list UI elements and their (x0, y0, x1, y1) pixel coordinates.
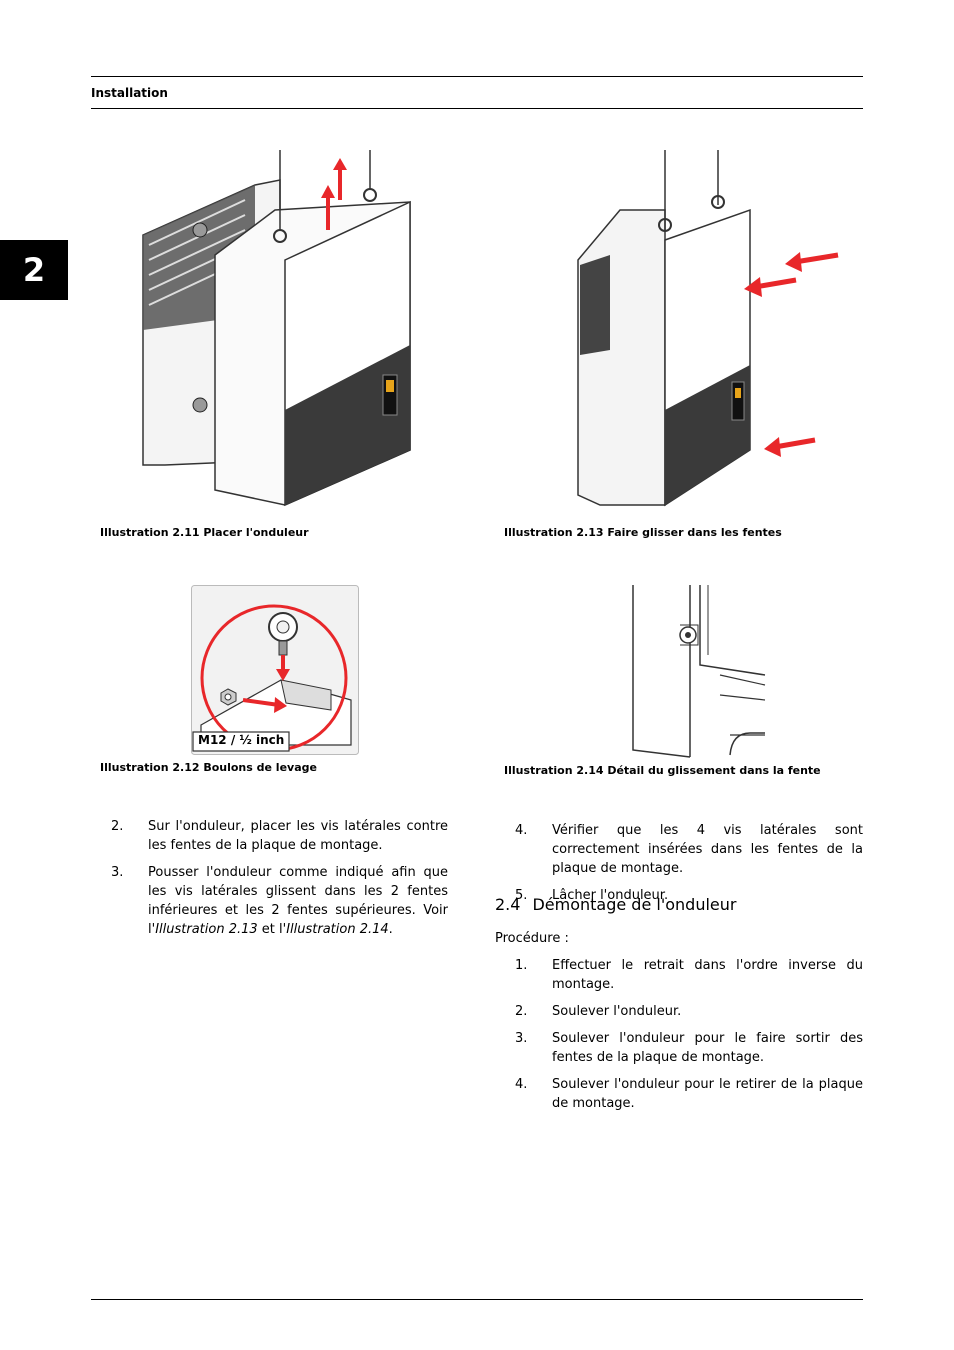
list-item: 4. Soulever l'onduleur pour le retirer d… (495, 1075, 863, 1113)
section-heading: 2.4 Démontage de l'onduleur (495, 895, 736, 914)
step-number: 2. (111, 819, 124, 834)
list-item: 3. Soulever l'onduleur pour le faire sor… (495, 1029, 863, 1067)
list-item: 5. Lâcher l'onduleur. (495, 886, 863, 905)
step-text: Effectuer le retrait dans l'ordre invers… (552, 958, 863, 992)
step-text: Soulever l'onduleur. (552, 1004, 682, 1019)
step-number: 4. (515, 1077, 528, 1092)
step-text: Soulever l'onduleur pour le faire sortir… (552, 1031, 863, 1065)
section-steps-list: 1. Effectuer le retrait dans l'ordre inv… (495, 956, 863, 1121)
step-text: Pousser l'onduleur comme indiqué afin qu… (148, 865, 448, 937)
step-number: 4. (515, 823, 528, 838)
step-text: Lâcher l'onduleur. (552, 888, 669, 903)
step-text: Vérifier que les 4 vis latérales sont co… (552, 823, 863, 876)
left-steps-list: 2. Sur l'onduleur, placer les vis latéra… (91, 817, 448, 947)
section-title: Démontage de l'onduleur (532, 895, 737, 914)
header-title: Installation (91, 86, 168, 100)
bolt-size-label: M12 / ½ inch (198, 733, 285, 747)
caption-illustration-2-12: Illustration 2.12 Boulons de levage (100, 761, 317, 774)
step-number: 3. (111, 865, 124, 880)
list-item: 4. Vérifier que les 4 vis latérales sont… (495, 821, 863, 878)
caption-illustration-2-13: Illustration 2.13 Faire glisser dans les… (504, 526, 782, 539)
illustration-placer-onduleur (142, 150, 411, 507)
step-text: Soulever l'onduleur pour le retirer de l… (552, 1077, 863, 1111)
list-item: 2. Sur l'onduleur, placer les vis latéra… (91, 817, 448, 855)
list-item: 1. Effectuer le retrait dans l'ordre inv… (495, 956, 863, 994)
chapter-tab: 2 (0, 240, 68, 300)
caption-illustration-2-11: Illustration 2.11 Placer l'onduleur (100, 526, 309, 539)
step-text: Sur l'onduleur, placer les vis latérales… (148, 819, 448, 853)
header-bottom-rule (91, 108, 863, 109)
list-item: 2. Soulever l'onduleur. (495, 1002, 863, 1021)
illustration-boulons-levage (191, 585, 359, 755)
header-top-rule (91, 76, 863, 77)
illustration-reference-link: Illustration 2.14 (286, 922, 389, 937)
right-steps-list: 4. Vérifier que les 4 vis latérales sont… (495, 821, 863, 913)
illustration-detail-glissement (632, 585, 766, 758)
step-number: 3. (515, 1031, 528, 1046)
list-item: 3. Pousser l'onduleur comme indiqué afin… (91, 863, 448, 939)
step-number: 2. (515, 1004, 528, 1019)
caption-illustration-2-14: Illustration 2.14 Détail du glissement d… (504, 764, 821, 777)
procedure-intro: Procédure : (495, 931, 569, 946)
step-number: 1. (515, 958, 528, 973)
section-number: 2.4 (495, 895, 521, 914)
illustration-faire-glisser (577, 150, 839, 507)
footer-rule (91, 1299, 863, 1300)
illustration-reference-link: Illustration 2.13 (155, 922, 258, 937)
step-number: 5. (515, 888, 528, 903)
